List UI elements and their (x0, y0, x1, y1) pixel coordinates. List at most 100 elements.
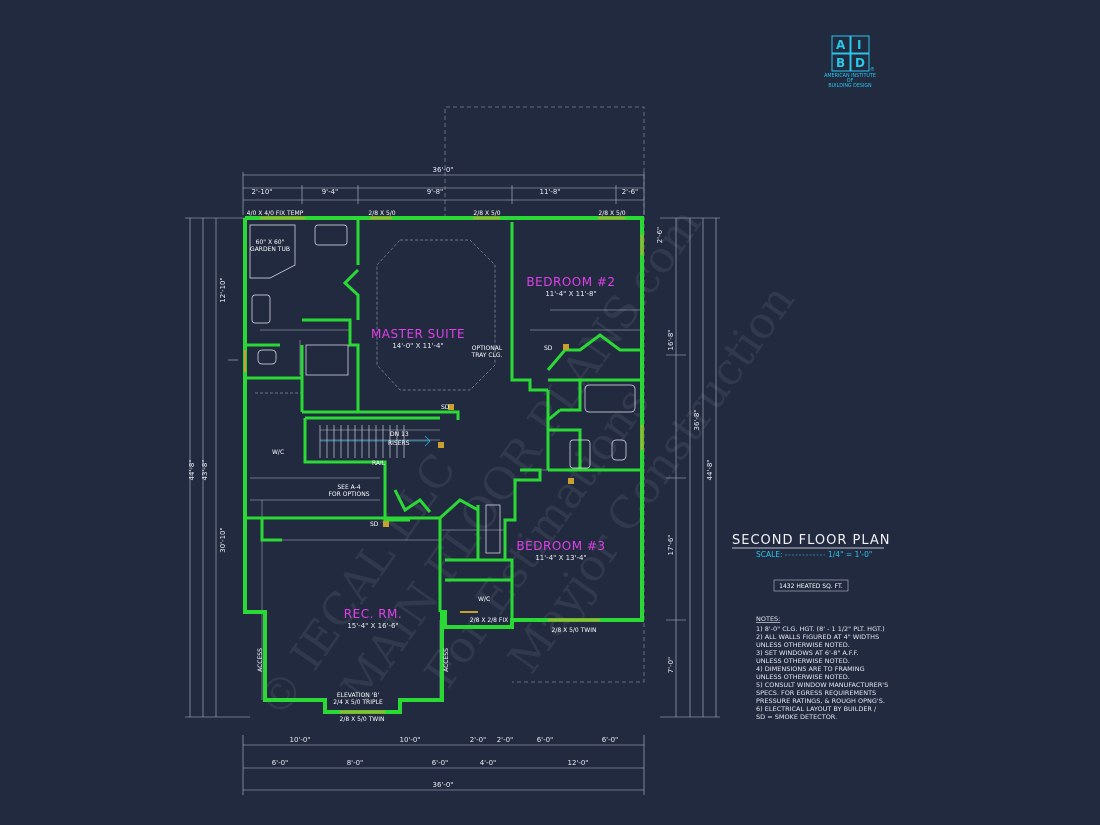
logo-mark: ® (870, 66, 875, 73)
fixtures (249, 224, 636, 554)
scale-value: 1/4" = 1'-0" (828, 550, 872, 559)
room-master-name: MASTER SUITE (371, 327, 465, 341)
label-optional-1: OPTIONAL (472, 345, 503, 352)
label-wic-1: W/C (272, 449, 284, 456)
label-window-2: 2/8 X 5/0 (368, 210, 395, 217)
label-see-2: FOR OPTIONS (328, 491, 369, 498)
label-see-1: SEE A-4 (337, 484, 360, 491)
note-line-9: SPECS. FOR EGRESS REQUIREMENTS (756, 689, 876, 697)
aibd-logo: A I B D ® AMERICAN INSTITUTE OF BUILDING… (824, 35, 876, 89)
note-line-12: SD = SMOKE DETECTOR. (756, 713, 837, 721)
dim-left-2: 43'-8" (201, 459, 209, 480)
logo-line-3: BUILDING DESIGN (828, 83, 872, 89)
windows (244, 217, 643, 713)
dim-left-b: 30'-10" (219, 527, 227, 552)
label-tub: 60" X 60" (256, 239, 285, 246)
dim-bottom2-4: 4'-0" (480, 759, 497, 767)
logo-letter-i: I (857, 38, 861, 52)
note-line-5: UNLESS OTHERWISE NOTED. (756, 657, 850, 665)
dim-bottom1-1: 10'-0" (289, 736, 310, 744)
room-bed2-name: BEDROOM #2 (526, 275, 615, 289)
label-sd-1: SD (441, 404, 450, 411)
room-master-size: 14'-0" X 11'-4" (392, 342, 443, 350)
room-bed3-name: BEDROOM #3 (516, 539, 605, 553)
label-window-4: 2/8 X 5/0 (598, 210, 625, 217)
label-window-3: 2/8 X 5/0 (473, 210, 500, 217)
dim-top-5: 2'-6" (622, 188, 639, 196)
dim-right-b: 17'-6" (667, 534, 675, 555)
interior-walls (247, 218, 640, 620)
room-bed3-size: 11'-4" X 13'-4" (535, 554, 586, 562)
dim-left-1: 44'-8" (188, 459, 196, 480)
note-line-10: PRESSURE RATINGS, & ROUGH OPNG'S. (756, 697, 885, 705)
label-risers: RISERS (388, 440, 410, 447)
note-line-8: 5) CONSULT WINDOW MANUFACTURER'S (756, 681, 888, 689)
dim-bottom2-1: 6'-0" (272, 759, 289, 767)
note-line-1: 1) 8'-0" CLG. HGT. (8' - 1 1/2" PLT. HGT… (756, 625, 885, 633)
dim-overall-bottom: 36'-0" (432, 781, 453, 789)
label-down: DN 13 (390, 431, 409, 438)
label-rail: RAIL (372, 460, 386, 467)
logo-letter-d: D (855, 56, 865, 70)
dim-right-2: 36'-8" (693, 409, 701, 430)
dim-top-1: 2'-10" (251, 188, 272, 196)
misc-labels: 60" X 60" GARDEN TUB W/C W/C OPTIONAL TR… (247, 210, 626, 723)
dims-sides: 44'-8" 43'-8" 12'-10" 30'-10" 44'-8" 36'… (188, 227, 714, 674)
dashed-outline (444, 106, 645, 683)
dim-top-3: 9'-8" (427, 188, 444, 196)
logo-letter-a: A (836, 38, 846, 52)
label-window-7: 2/8 X 2/8 FIX (470, 617, 508, 624)
label-elevation-1: ELEVATION 'B' (337, 692, 380, 699)
label-optional-2: TRAY CLG. (471, 352, 503, 359)
label-tub-2: GARDEN TUB (250, 246, 290, 253)
note-line-2: 2) ALL WALLS FIGURED AT 4" WIDTHS (756, 633, 879, 641)
dim-bottom2-5: 12'-0" (567, 759, 588, 767)
logo-line-1: AMERICAN INSTITUTE (824, 73, 876, 79)
room-labels: MASTER SUITE 14'-0" X 11'-4" BEDROOM #2 … (344, 275, 615, 630)
dim-left-a: 12'-10" (219, 277, 227, 302)
room-rec-name: REC. RM. (344, 607, 402, 621)
note-line-11: 6) ELECTRICAL LAYOUT BY BUILDER / (756, 705, 877, 713)
smoke-detectors (383, 344, 574, 527)
label-window-5: 2/8 X 5/0 TWIN (552, 627, 597, 634)
notes-heading: NOTES: (756, 615, 780, 623)
dim-overall-top: 36'-0" (432, 166, 453, 174)
dim-bottom1-2: 10'-0" (399, 736, 420, 744)
dim-right-1: 44'-8" (706, 459, 714, 480)
dims-top: 36'-0" 2'-10" 9'-4" 9'-8" 11'-8" 2'-6" (251, 166, 638, 196)
dim-bottom1-4: 2'-0" (497, 736, 514, 744)
dim-right-a: 7'-0" (667, 657, 675, 674)
dim-top-2: 9'-4" (322, 188, 339, 196)
label-elevation-2: 2/4 X 5/0 TRIPLE (333, 699, 383, 706)
room-rec-size: 15'-4" X 16'-6" (347, 622, 398, 630)
dim-bottom2-2: 8'-0" (347, 759, 364, 767)
label-window-6: 2/8 X 5/0 TWIN (340, 716, 385, 723)
dim-right-d: 2'-6" (656, 227, 664, 244)
dim-bottom2-3: 6'-0" (432, 759, 449, 767)
label-sd-2: SD (544, 345, 553, 352)
label-access-1: ACCESS (257, 648, 264, 672)
note-line-7: UNLESS OTHERWISE NOTED. (756, 673, 850, 681)
label-access-2: ACCESS (443, 648, 450, 672)
label-sd-3: SD (370, 521, 379, 528)
plan-title: SECOND FLOOR PLAN (732, 533, 891, 548)
label-window-1: 4/0 X 4/0 FIX TEMP (247, 210, 304, 217)
note-line-3: UNLESS OTHERWISE NOTED. (756, 641, 850, 649)
dims-bottom: 10'-0" 10'-0" 2'-0" 2'-0" 6'-0" 6'-0" 6'… (272, 736, 619, 789)
notes: NOTES: 1) 8'-0" CLG. HGT. (8' - 1 1/2" P… (756, 615, 888, 721)
logo-letter-b: B (836, 56, 845, 70)
note-line-4: 3) SET WINDOWS AT 6'-8" A.F.F. (756, 649, 858, 657)
note-line-6: 4) DIMENSIONS ARE TO FRAMING (756, 665, 865, 673)
scale-label: SCALE: (756, 550, 783, 559)
title-block: SECOND FLOOR PLAN SCALE: 1/4" = 1'-0" 14… (732, 533, 891, 592)
dim-top-4: 11'-8" (539, 188, 560, 196)
room-bed2-size: 11'-4" X 11'-8" (545, 290, 596, 298)
stair (319, 425, 431, 458)
logo-line-2: OF (847, 78, 854, 84)
dimension-lines (185, 172, 720, 795)
label-wic-2: W/C (478, 596, 490, 603)
heated-sqft: 1432 HEATED SQ. FT. (779, 583, 843, 590)
dim-bottom1-5: 6'-0" (537, 736, 554, 744)
dim-bottom1-3: 2'-0" (470, 736, 487, 744)
